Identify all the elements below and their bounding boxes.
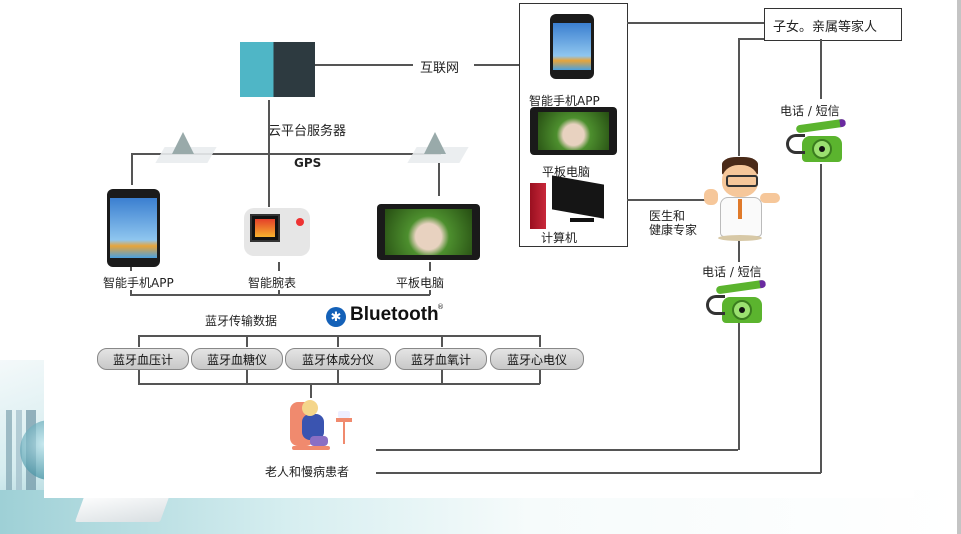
bluetooth-logo-text: Bluetooth [350, 304, 439, 325]
laptop-decoration [74, 494, 171, 522]
desktop-computer-icon [530, 175, 610, 230]
device-label: 平板电脑 [396, 276, 445, 290]
connector [376, 472, 821, 474]
tablet-icon [377, 204, 480, 260]
connector [627, 22, 764, 24]
connector [500, 64, 519, 66]
terminal-label: 计算机 [541, 231, 578, 245]
connector [441, 369, 443, 384]
connector [315, 64, 413, 66]
bluetooth-caption: 蓝牙传输数据 [205, 314, 278, 328]
connector [627, 199, 709, 201]
gps-label: GPS [294, 156, 322, 170]
connector [138, 335, 140, 347]
connector [474, 64, 518, 66]
connector [438, 163, 440, 196]
family-box [764, 8, 902, 41]
connector [429, 262, 431, 271]
telephone-icon [702, 279, 774, 325]
cell-tower-icon [424, 132, 446, 154]
bt-device-oximeter: 蓝牙血氧计 [395, 348, 487, 370]
connector [278, 290, 280, 295]
doctor-icon [700, 155, 784, 243]
registered-mark: ® [437, 303, 444, 311]
bt-device-glucose: 蓝牙血糖仪 [191, 348, 283, 370]
connector [429, 290, 431, 295]
connector [539, 369, 541, 384]
scrollbar[interactable] [957, 0, 961, 534]
phone-sms-label: 电话 / 短信 [702, 265, 762, 279]
device-label: 智能腕表 [248, 276, 297, 290]
connector [539, 335, 541, 347]
connector [130, 294, 430, 296]
connector [376, 449, 738, 451]
cell-tower-icon [172, 132, 194, 154]
internet-label: 互联网 [420, 61, 460, 76]
smartphone-icon [107, 189, 160, 267]
bluetooth-icon: ✱ [326, 307, 346, 327]
bt-device-body-composition: 蓝牙体成分仪 [285, 348, 391, 370]
bt-device-ecg: 蓝牙心电仪 [490, 348, 584, 370]
connector [337, 369, 339, 384]
patient-label: 老人和慢病患者 [265, 465, 350, 479]
connector [738, 320, 740, 450]
connector [310, 384, 312, 398]
gps-line [131, 153, 441, 155]
smartphone-icon [550, 14, 594, 79]
bt-device-blood-pressure: 蓝牙血压计 [97, 348, 189, 370]
connector [246, 335, 248, 347]
telephone-icon [782, 118, 854, 164]
connector [337, 335, 339, 347]
connector [820, 164, 822, 473]
doctor-label-line1: 医生和 [649, 209, 686, 223]
connector [138, 369, 140, 384]
connector [738, 240, 740, 262]
connector [820, 39, 822, 99]
device-label: 智能手机APP [103, 276, 174, 290]
connector [138, 335, 540, 337]
doctor-label-line2: 健康专家 [649, 223, 698, 237]
family-label: 子女。亲属等家人 [773, 20, 878, 35]
phone-sms-label: 电话 / 短信 [780, 104, 840, 118]
connector [130, 267, 132, 271]
server-label: 云平台服务器 [268, 124, 347, 139]
connector [738, 38, 764, 40]
connector [738, 38, 740, 156]
smartwatch-icon [244, 208, 310, 256]
connector [246, 369, 248, 384]
server-icon [240, 42, 315, 97]
connector [131, 153, 133, 185]
connector [278, 262, 280, 271]
connector [130, 290, 132, 295]
terminal-label: 智能手机APP [529, 94, 600, 108]
tablet-icon [530, 107, 617, 155]
connector [441, 335, 443, 347]
connector [138, 383, 540, 385]
elderly-person-icon [288, 398, 356, 456]
